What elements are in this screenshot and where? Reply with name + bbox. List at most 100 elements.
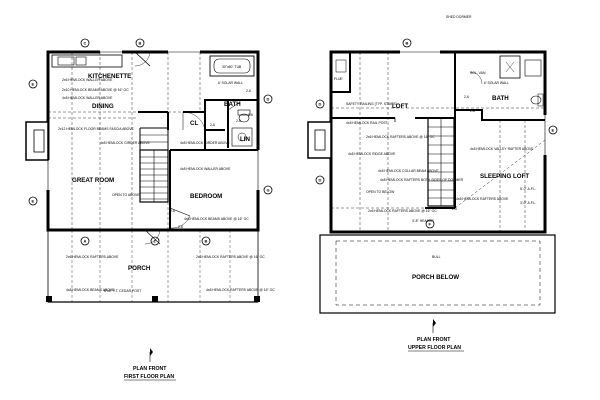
beam-lines bbox=[48, 52, 201, 230]
note: SAFETY RAILING (TYP. STAIRS) bbox=[346, 102, 397, 106]
note: 4x8 HEMLOCK RAIL POST bbox=[346, 121, 388, 125]
note: 4x8 HEMLOCK GIRDER ABOVE bbox=[100, 141, 150, 145]
svg-text:B: B bbox=[205, 239, 208, 244]
note: 2x6 HEMLOCK RAFTERS ABOVE @ 16" OC bbox=[366, 135, 435, 139]
dim-label: 2-6 bbox=[464, 95, 469, 99]
interior-walls bbox=[138, 99, 258, 230]
fireplace bbox=[25, 121, 49, 161]
svg-text:F: F bbox=[429, 222, 432, 227]
dim-label: 2-6 bbox=[246, 89, 251, 93]
note: 3'-8" HEADER bbox=[412, 219, 434, 223]
note: 30"x60" TUB bbox=[222, 65, 242, 69]
note: 4x8 HEMLOCK BEAMS ABOVE bbox=[66, 288, 115, 292]
note: 2x6 HEMLOCK RAFTERS ABOVE @ 16" OC bbox=[196, 255, 265, 259]
room-label-dining: DINING bbox=[92, 103, 114, 110]
svg-text:PLAN FRONT: PLAN FRONT bbox=[417, 337, 451, 343]
entry-door-top bbox=[134, 51, 151, 67]
room-label-bedroom: BEDROOM bbox=[190, 193, 222, 200]
upper-floor-title: PLAN FRONT UPPER FLOOR PLAN bbox=[408, 319, 464, 352]
porch-below bbox=[319, 234, 556, 314]
note: 4x8 HEMLOCK COLLAR BEAM ABOVE bbox=[378, 169, 439, 173]
grid-tag-c-top: C bbox=[80, 38, 90, 48]
kitchen-sink bbox=[57, 56, 75, 66]
grid-tag-e-right-upper: E bbox=[548, 125, 558, 135]
svg-text:D: D bbox=[267, 97, 270, 102]
upper-interior-walls bbox=[331, 52, 545, 209]
upper-floor-stairs bbox=[427, 117, 455, 207]
room-label-closet: CL bbox=[190, 120, 198, 127]
room-label-sleeping-loft: SLEEPING LOFT bbox=[480, 173, 529, 180]
grid-tag-d-left-upper-2: D bbox=[315, 175, 325, 185]
note: 4x8 HEMLOCK GIRDER ABOVE bbox=[180, 141, 230, 145]
first-floor-plan: C B E E D G A B bbox=[25, 38, 275, 381]
note: 2x6 HEMLOCK WALLER ABOVE bbox=[62, 78, 113, 82]
grid-tag-2-porch: 2 bbox=[150, 236, 160, 246]
grid-tag-e-left-2: E bbox=[28, 196, 38, 206]
room-label-kitchenette: KITCHENETTE bbox=[88, 73, 131, 80]
bath-fixtures bbox=[209, 55, 255, 147]
grid-tag-e-left: E bbox=[28, 79, 38, 89]
note: 4x8 HEMLOCK WALLER ABOVE bbox=[62, 96, 113, 100]
svg-text:E: E bbox=[32, 199, 35, 204]
grid-tag-f-upper: F bbox=[425, 219, 435, 229]
open-to-below-label: OPEN TO BELOW bbox=[366, 190, 395, 194]
svg-text:B: B bbox=[406, 41, 409, 46]
dim-label: 2-6 bbox=[178, 225, 183, 229]
svg-text:FIRST FLOOR PLAN: FIRST FLOOR PLAN bbox=[124, 374, 174, 380]
note: 4x8 HEMLOCK RAFTERS ABOVE @ 16" OC bbox=[206, 288, 275, 292]
dim-label: 2-6 bbox=[248, 113, 253, 117]
porch-post bbox=[152, 296, 158, 302]
room-label-porch: PORCH bbox=[128, 265, 151, 272]
svg-text:PLAN FRONT: PLAN FRONT bbox=[133, 366, 167, 372]
note: 2x12 HEMLOCK FLOOR BEAMS FASCIA ABOVE bbox=[58, 127, 134, 131]
grid-tag-d-right: D bbox=[263, 94, 273, 104]
grid-tag-b-top: B bbox=[135, 38, 145, 48]
note: 2x10 HEMLOCK BEAMS ABOVE @ 16" OC bbox=[62, 88, 129, 92]
kitchen-counter bbox=[51, 54, 123, 68]
svg-text:2: 2 bbox=[154, 239, 157, 244]
dim-label: 2-6 bbox=[210, 123, 215, 127]
note: 2x6 HEMLOCK RAFTERS ABOVE bbox=[66, 255, 119, 259]
grid-tag-b-top-upper: B bbox=[402, 38, 412, 48]
room-label-loft: LOFT bbox=[392, 103, 408, 110]
svg-text:E: E bbox=[552, 128, 555, 133]
first-floor-title: PLAN FRONT FIRST FLOOR PLAN bbox=[124, 348, 176, 381]
dim-label: 2-6 bbox=[470, 109, 475, 113]
dim-label: 2-6 bbox=[170, 209, 175, 213]
note: 3'-0" A.F.L. bbox=[520, 201, 536, 205]
upper-floor-exterior-walls bbox=[329, 50, 547, 234]
room-label-porch-below: PORCH BELOW bbox=[412, 274, 459, 281]
note: 2x6 HEMLOCK RAFTERS ABOVE @ 16" OC bbox=[368, 209, 437, 213]
north-arrow-icon bbox=[433, 319, 436, 327]
note: 6' SOLAR WALL bbox=[484, 81, 509, 85]
note: 6' SOLAR WALL bbox=[218, 81, 243, 85]
svg-text:UPPER FLOOR PLAN: UPPER FLOOR PLAN bbox=[408, 345, 461, 351]
grid-tag-d-left-upper: D bbox=[315, 99, 325, 109]
note: FLUE bbox=[334, 77, 343, 81]
note: 4x8 HEMLOCK RIDGE ABOVE bbox=[348, 152, 396, 156]
svg-text:G: G bbox=[267, 188, 270, 193]
note: 5'-0" A.F.L. bbox=[520, 187, 536, 191]
svg-text:B: B bbox=[139, 41, 142, 46]
svg-text:A: A bbox=[84, 239, 87, 244]
dim-label: 2-6 bbox=[452, 207, 457, 211]
shed-dormer-label: SHED DORMER bbox=[446, 15, 472, 19]
grid-tag-a-porch: A bbox=[80, 236, 90, 246]
dim-label: 2-6 bbox=[236, 119, 241, 123]
porch-post bbox=[46, 296, 52, 302]
svg-text:E: E bbox=[32, 82, 35, 87]
note: 4x8 HEMLOCK BEAMS ABOVE @ 16" OC bbox=[184, 217, 249, 221]
first-floor-porch bbox=[46, 229, 260, 303]
note: SOL. VAN bbox=[470, 71, 486, 75]
north-arrow-icon bbox=[150, 348, 153, 356]
note: 6"x6" P.T. CEDAR POST bbox=[104, 289, 141, 293]
upper-beam-lines bbox=[331, 52, 546, 232]
porch-post bbox=[254, 296, 260, 302]
room-label-linen: LIN bbox=[240, 136, 250, 143]
note: 4x8 HEMLOCK RAFTERS BOTH SIDES OF DORMER bbox=[380, 178, 464, 182]
safety-railing bbox=[340, 117, 428, 122]
note: 4x8 HEMLOCK RAFTERS ABOVE bbox=[456, 197, 509, 201]
note: BULL bbox=[432, 255, 441, 259]
note: 4x8 HEMLOCK WALLER ABOVE bbox=[180, 167, 231, 171]
